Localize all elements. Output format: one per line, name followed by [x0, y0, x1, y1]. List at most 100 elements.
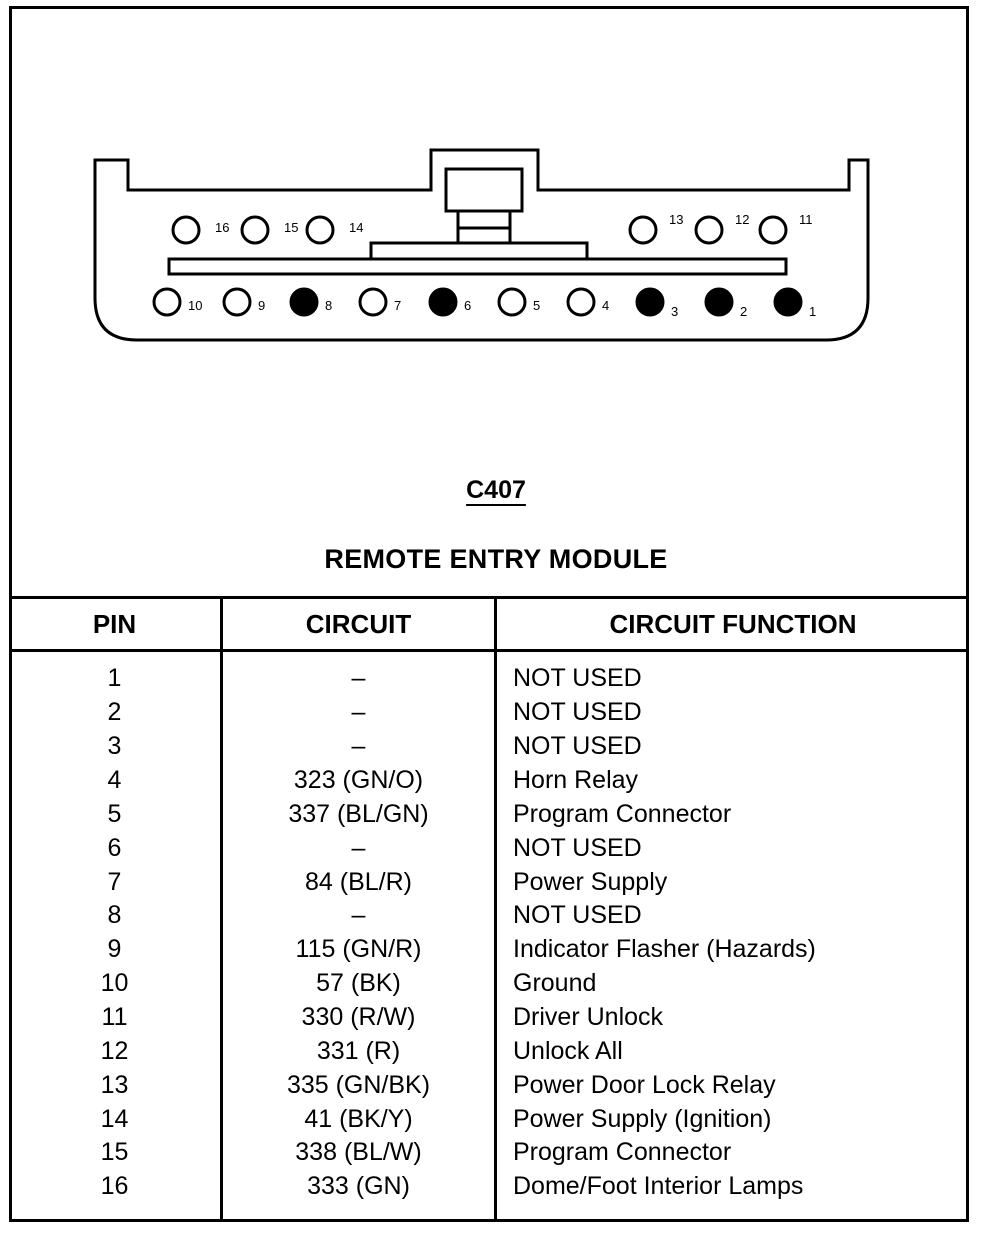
pin-13-cavity [628, 215, 658, 245]
function-cell: NOT USED [513, 732, 642, 761]
pin-cell: 2 [9, 695, 223, 730]
pin-6-cavity [428, 287, 458, 317]
circuit-cell: – [221, 831, 497, 866]
pin-10-cavity [152, 287, 182, 317]
function-cell: Driver Unlock [513, 1003, 664, 1032]
table-row: 6–NOT USED [9, 831, 969, 866]
function-cell: NOT USED [513, 833, 642, 862]
pin-cell: 5 [9, 797, 223, 832]
pin-11-label: 11 [799, 212, 813, 227]
pin-cell: 13 [9, 1068, 223, 1103]
function-cell: Power Supply [513, 867, 668, 896]
pin-16-cavity [171, 215, 201, 245]
circuit-cell: 337 (BL/GN) [221, 797, 497, 832]
pin-cell: 9 [9, 932, 223, 967]
pin-cell: 3 [9, 729, 223, 764]
pin-5-label: 5 [533, 298, 540, 313]
pin-4-cavity [566, 287, 596, 317]
circuit-cell: 333 (GN) [221, 1169, 497, 1222]
function-cell: Program Connector [513, 799, 732, 828]
circuit-cell: – [221, 695, 497, 730]
pin-7-label: 7 [394, 298, 401, 313]
function-cell: Unlock All [513, 1036, 623, 1065]
function-cell: Indicator Flasher (Hazards) [513, 935, 816, 964]
circuit-cell: 115 (GN/R) [221, 932, 497, 967]
circuit-cell: 323 (GN/O) [221, 763, 497, 798]
function-cell: Ground [513, 969, 597, 998]
pin-14-cavity [305, 215, 335, 245]
function-cell: NOT USED [513, 698, 642, 727]
function-cell: Power Supply (Ignition) [513, 1104, 772, 1133]
pin-9-cavity [222, 287, 252, 317]
pin-cell: 1 [9, 650, 223, 696]
pin-cell: 12 [9, 1034, 223, 1069]
pin-3-cavity [635, 287, 665, 317]
pin-16-label: 16 [215, 220, 229, 235]
function-cell: Dome/Foot Interior Lamps [513, 1172, 804, 1201]
pin-10-label: 10 [188, 298, 202, 313]
table-row: 8–NOT USED [9, 899, 969, 933]
pin-8-label: 8 [325, 298, 332, 313]
pin-9-label: 9 [258, 298, 265, 313]
pin-cell: 10 [9, 966, 223, 1001]
circuit-cell: – [221, 729, 497, 764]
circuit-cell: 335 (GN/BK) [221, 1068, 497, 1103]
pin-2-cavity [704, 287, 734, 317]
function-cell: NOT USED [513, 901, 642, 930]
function-cell: Horn Relay [513, 766, 639, 795]
circuit-cell: – [221, 650, 497, 696]
pin-cell: 7 [9, 865, 223, 900]
pin-11-cavity [758, 215, 788, 245]
table-row: 1–NOT USED [9, 650, 969, 696]
pin-7-cavity [358, 287, 388, 317]
header-pin: PIN [9, 597, 223, 652]
connector-id: C407 [466, 476, 526, 504]
pin-6-label: 6 [464, 298, 471, 313]
pin-cell: 11 [9, 1000, 223, 1035]
pin-15-label: 15 [284, 220, 298, 235]
pin-cell: 16 [9, 1169, 223, 1222]
header-circuit: CIRCUIT [221, 597, 497, 652]
circuit-cell: – [221, 899, 497, 933]
pin-2-label: 2 [740, 304, 747, 319]
pin-1-cavity [773, 287, 803, 317]
pin-3-label: 3 [671, 304, 678, 319]
function-cell: Program Connector [513, 1138, 732, 1167]
module-title: REMOTE ENTRY MODULE [324, 544, 668, 574]
pin-cell: 6 [9, 831, 223, 866]
pin-14-label: 14 [349, 220, 363, 235]
pin-cell: 15 [9, 1136, 223, 1170]
circuit-cell: 330 (R/W) [221, 1000, 497, 1035]
pin-4-label: 4 [602, 298, 609, 313]
table-row: 2–NOT USED [9, 695, 969, 730]
table-header-row: PIN CIRCUIT CIRCUIT FUNCTION [9, 597, 969, 652]
pin-cell: 8 [9, 899, 223, 933]
function-cell: NOT USED [513, 664, 642, 693]
circuit-cell: 57 (BK) [221, 966, 497, 1001]
pin-12-cavity [694, 215, 724, 245]
pin-13-label: 13 [669, 212, 683, 227]
pin-5-cavity [497, 287, 527, 317]
pin-cell: 14 [9, 1102, 223, 1137]
pin-8-cavity [289, 287, 319, 317]
circuit-cell: 338 (BL/W) [221, 1136, 497, 1170]
pin-1-label: 1 [809, 304, 816, 319]
circuit-cell: 331 (R) [221, 1034, 497, 1069]
function-cell: Power Door Lock Relay [513, 1070, 776, 1099]
header-circuit-function: CIRCUIT FUNCTION [495, 597, 969, 652]
